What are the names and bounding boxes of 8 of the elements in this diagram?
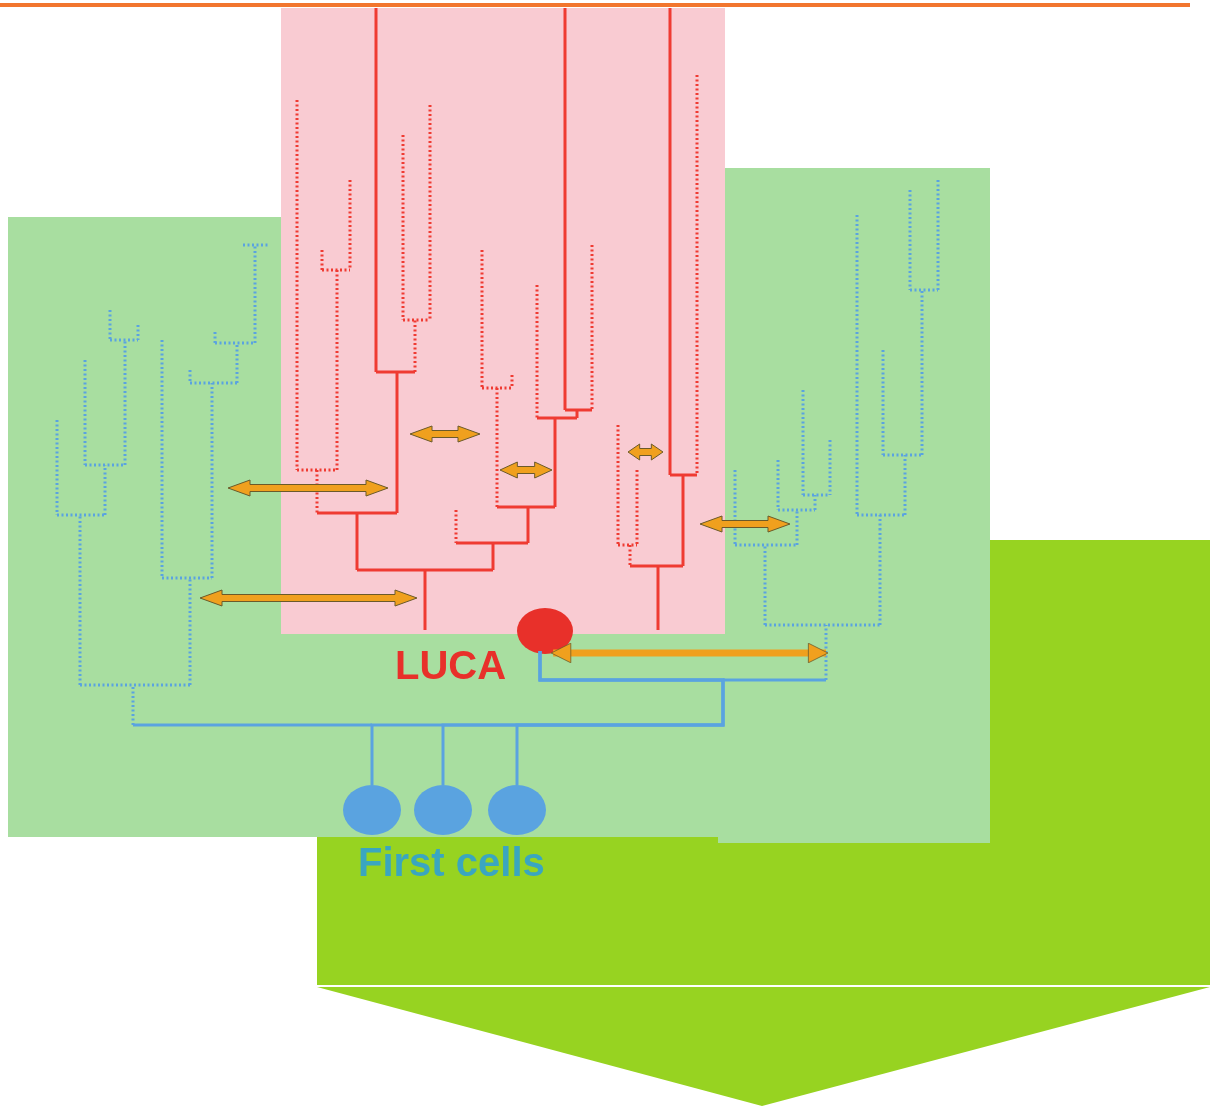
node-label: LUCA <box>395 643 507 688</box>
cell-circle <box>343 785 401 835</box>
cell-circle <box>488 785 546 835</box>
cell-circle <box>414 785 472 835</box>
double-arrow <box>550 642 829 664</box>
caption-label: First cells <box>358 840 545 885</box>
tree-branch <box>515 651 725 785</box>
cell-circle <box>517 608 573 654</box>
